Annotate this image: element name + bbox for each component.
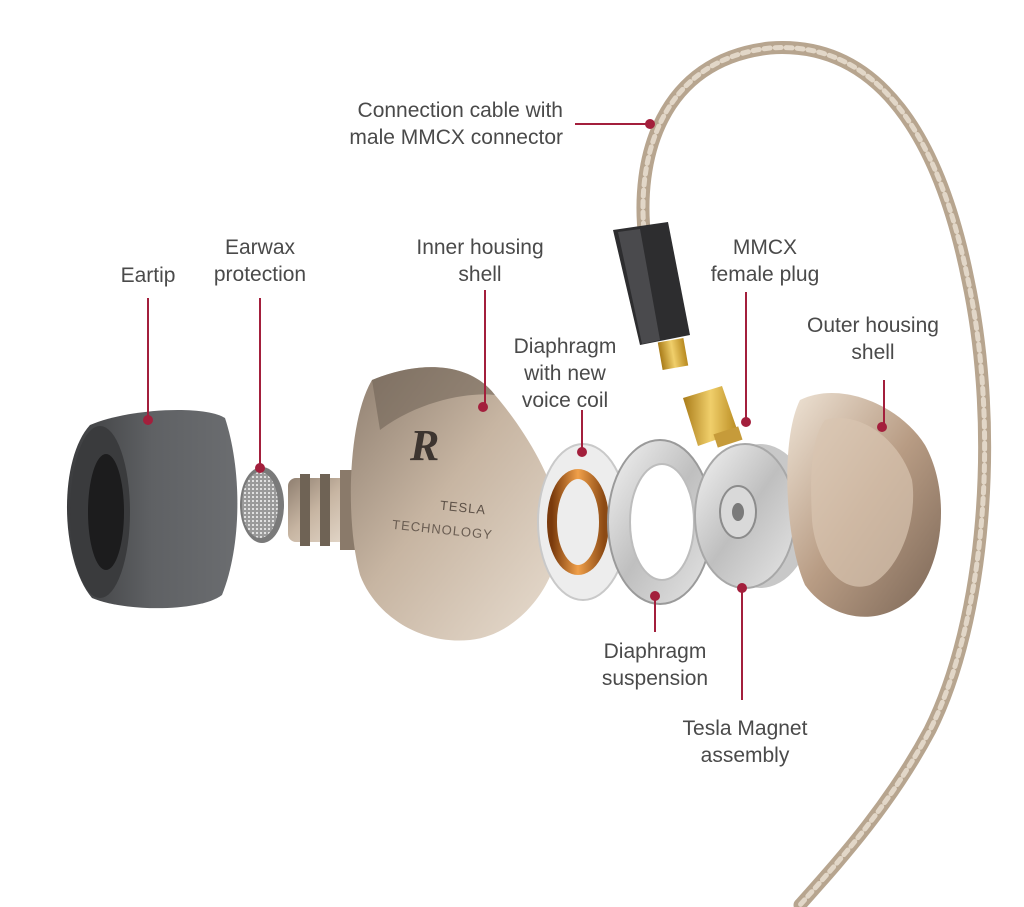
magnet-dot [737,583,747,593]
label-diaphragm-line-2: with new [495,360,635,387]
label-inner-housing-shell: Inner housing shell [395,234,565,288]
cable-dot [645,119,655,129]
label-earwax-line-2: protection [195,261,325,288]
label-diaphragm-line-3: voice coil [495,387,635,414]
label-earwax-line-1: Earwax [195,234,325,261]
label-inner-shell-line-2: shell [395,261,565,288]
inner-shell-dot [478,402,488,412]
label-mmcx-female-plug: MMCX female plug [690,234,840,288]
label-tesla-magnet-assembly: Tesla Magnet assembly [655,715,835,769]
label-mmcx-line-2: female plug [690,261,840,288]
label-magnet-line-2: assembly [655,742,835,769]
label-cable-line-2: male MMCX connector [305,124,563,151]
earwax-dot [255,463,265,473]
label-eartip: Eartip [98,262,198,289]
label-inner-shell-line-1: Inner housing [395,234,565,261]
label-eartip-line-1: Eartip [98,262,198,289]
label-earwax-protection: Earwax protection [195,234,325,288]
label-outer-shell-line-2: shell [788,339,958,366]
label-outer-housing-shell: Outer housing shell [788,312,958,366]
label-suspension-line-1: Diaphragm [575,638,735,665]
eartip-dot [143,415,153,425]
label-magnet-line-1: Tesla Magnet [655,715,835,742]
outer-shell-dot [877,422,887,432]
mmcx-plug-dot [741,417,751,427]
label-diaphragm-line-1: Diaphragm [495,333,635,360]
diaphragm-dot [577,447,587,457]
label-connection-cable: Connection cable with male MMCX connecto… [305,97,563,151]
label-suspension-line-2: suspension [575,665,735,692]
label-diaphragm-suspension: Diaphragm suspension [575,638,735,692]
label-outer-shell-line-1: Outer housing [788,312,958,339]
label-mmcx-line-1: MMCX [690,234,840,261]
label-diaphragm-voice-coil: Diaphragm with new voice coil [495,333,635,414]
label-cable-line-1: Connection cable with [305,97,563,124]
suspension-dot [650,591,660,601]
